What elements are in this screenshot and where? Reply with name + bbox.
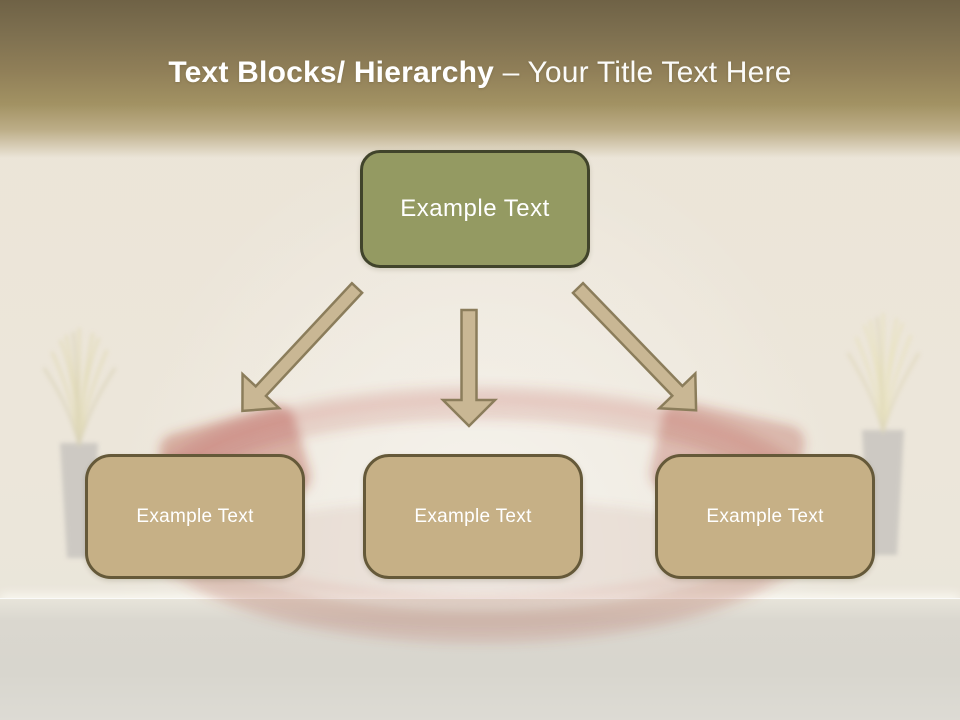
root-node-label: Example Text xyxy=(400,195,550,222)
slide-title: Text Blocks/ Hierarchy – Your Title Text… xyxy=(0,50,960,96)
child-node-3[interactable]: Example Text xyxy=(655,454,875,579)
root-node[interactable]: Example Text xyxy=(360,150,590,268)
child-node-1[interactable]: Example Text xyxy=(85,454,305,579)
title-bold-part: Text Blocks/ Hierarchy xyxy=(168,56,495,89)
title-band-gradient xyxy=(0,0,960,158)
arrow-left xyxy=(241,281,364,413)
arrow-down xyxy=(439,308,499,428)
child-node-2-label: Example Text xyxy=(414,505,532,527)
child-node-2[interactable]: Example Text xyxy=(363,454,583,579)
child-node-1-label: Example Text xyxy=(136,505,254,527)
arrow-right xyxy=(571,281,698,412)
title-regular-part: – Your Title Text Here xyxy=(502,56,792,89)
child-node-3-label: Example Text xyxy=(706,505,824,527)
